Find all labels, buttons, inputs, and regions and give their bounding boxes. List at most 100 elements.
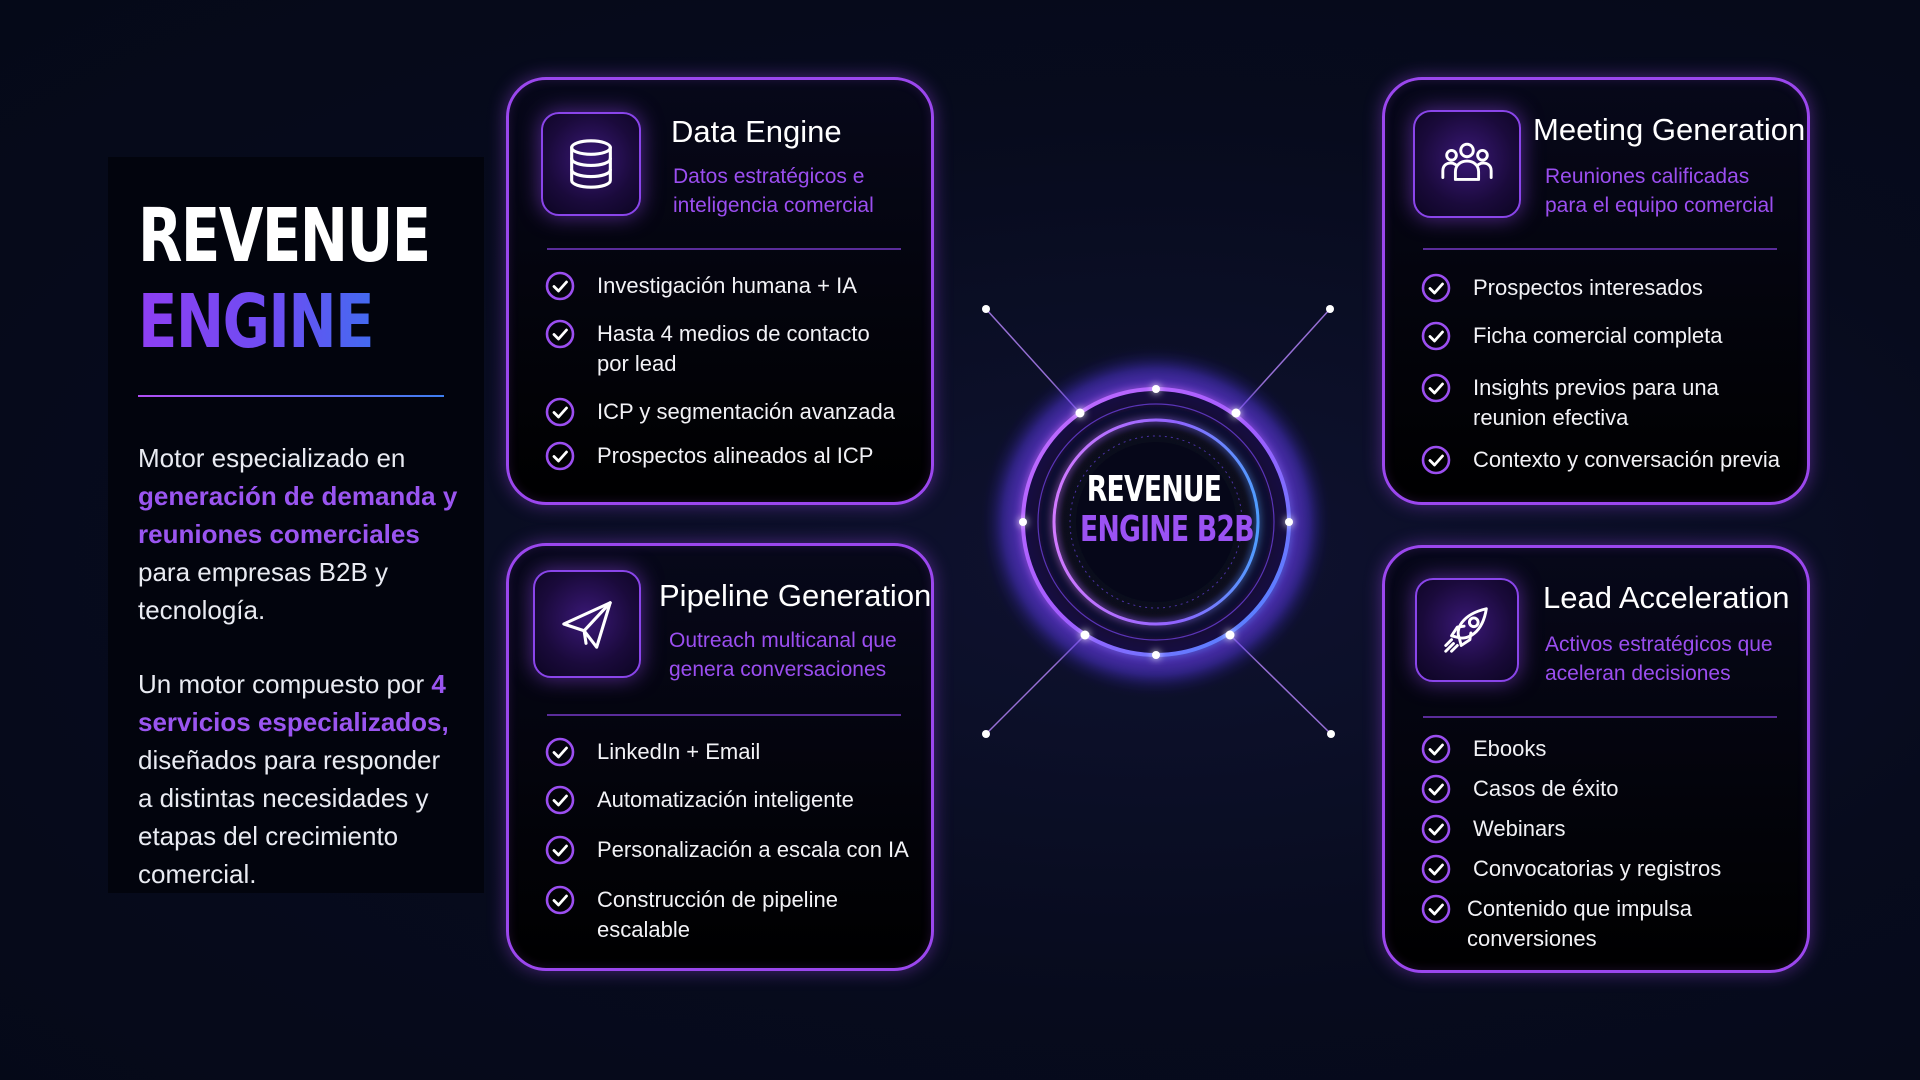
hub-node-left bbox=[1019, 518, 1027, 526]
list-item-text: Ficha comercial completa bbox=[1473, 323, 1723, 348]
list-item-text: LinkedIn + Email bbox=[597, 739, 761, 764]
intro-p1-highlight: generación de demanda y reuniones comerc… bbox=[138, 481, 458, 549]
card-pipeline-generation-divider bbox=[547, 714, 901, 716]
list-item: Personalización a escala con IA bbox=[545, 835, 915, 865]
connector-line-bottom-right bbox=[1229, 634, 1332, 735]
list-item: Convocatorias y registros bbox=[1421, 854, 1791, 884]
list-item: LinkedIn + Email bbox=[545, 737, 915, 767]
check-circle-icon bbox=[1421, 854, 1451, 884]
intro-description: Motor especializado en generación de dem… bbox=[138, 439, 458, 893]
check-circle-icon bbox=[545, 835, 575, 865]
hub-node-top bbox=[1152, 385, 1160, 393]
intro-p2-post: diseñados para responder a distintas nec… bbox=[138, 745, 441, 889]
card-data-engine: Data Engine Datos estratégicos e intelig… bbox=[506, 77, 934, 505]
list-item-text: Webinars bbox=[1473, 816, 1566, 841]
connector-endpoint-top-left bbox=[982, 305, 990, 313]
users-group-icon bbox=[1441, 142, 1493, 181]
hub-node-top-left bbox=[1075, 408, 1085, 418]
list-item-text: Insights previos para una reunion efecti… bbox=[1473, 375, 1719, 430]
hub-node-bottom bbox=[1152, 651, 1160, 659]
list-item-text: Contexto y conversación previa bbox=[1473, 447, 1780, 472]
connector-endpoint-top-right bbox=[1326, 305, 1334, 313]
check-circle-icon bbox=[1421, 734, 1451, 764]
list-item: Contexto y conversación previa bbox=[1421, 445, 1791, 475]
list-item-text: Convocatorias y registros bbox=[1473, 856, 1722, 881]
card-pipeline-generation-subtitle: Outreach multicanal que genera conversac… bbox=[669, 629, 897, 681]
intro-panel: REVENUE ENGINE B2B Motor especializado e… bbox=[108, 157, 517, 893]
check-circle-icon bbox=[545, 397, 575, 427]
rocket-icon bbox=[1444, 607, 1488, 653]
list-item: Investigación humana + IA bbox=[545, 271, 915, 301]
card-lead-acceleration-title: Lead Acceleration bbox=[1543, 580, 1790, 615]
card-data-engine-icon-box bbox=[541, 112, 641, 216]
list-item: Webinars bbox=[1421, 814, 1791, 844]
list-item: Prospectos alineados al ICP bbox=[545, 441, 915, 471]
list-item: Construcción de pipeline escalable bbox=[545, 885, 915, 945]
card-meeting-generation-title: Meeting Generation bbox=[1533, 112, 1806, 147]
intro-p2-highlight: 4 servicios especializados, bbox=[138, 669, 449, 737]
list-item: Insights previos para una reunion efecti… bbox=[1421, 373, 1791, 433]
list-item: Contenido que impulsa conversiones bbox=[1421, 894, 1791, 954]
brand-divider bbox=[138, 395, 444, 397]
paper-plane-icon bbox=[562, 601, 612, 649]
list-item: Prospectos interesados bbox=[1421, 273, 1791, 303]
brand-title-line1: REVENUE bbox=[138, 193, 431, 279]
connector-endpoint-bottom-right bbox=[1327, 730, 1335, 738]
connector-line-top-right bbox=[1235, 308, 1331, 414]
card-data-engine-subtitle: Datos estratégicos e inteligencia comerc… bbox=[673, 165, 874, 217]
list-item: Ficha comercial completa bbox=[1421, 321, 1791, 351]
card-pipeline-generation-title: Pipeline Generation bbox=[659, 578, 932, 613]
hub-label-line1: REVENUE bbox=[1086, 469, 1222, 510]
list-item: Ebooks bbox=[1421, 734, 1791, 764]
connector-line-bottom-left bbox=[985, 634, 1086, 735]
list-item: Automatización inteligente bbox=[545, 785, 915, 815]
check-circle-icon bbox=[1421, 894, 1451, 924]
card-data-engine-title: Data Engine bbox=[671, 114, 842, 149]
check-circle-icon bbox=[1421, 814, 1451, 844]
list-item-text: Investigación humana + IA bbox=[597, 273, 857, 298]
hub-node-right bbox=[1285, 518, 1293, 526]
intro-p2-pre: Un motor compuesto por bbox=[138, 669, 432, 699]
card-meeting-generation-subtitle: Reuniones calificadas para el equipo com… bbox=[1545, 165, 1774, 217]
card-lead-acceleration: Lead Acceleration Activos estratégicos q… bbox=[1382, 545, 1810, 973]
connector-line-top-left bbox=[985, 308, 1081, 414]
card-pipeline-generation-icon-box bbox=[533, 570, 641, 678]
list-item-text: Casos de éxito bbox=[1473, 776, 1619, 801]
list-item-text: Hasta 4 medios de contacto por lead bbox=[597, 321, 870, 376]
check-circle-icon bbox=[545, 271, 575, 301]
list-item: ICP y segmentación avanzada bbox=[545, 397, 915, 427]
card-meeting-generation-icon-box bbox=[1413, 110, 1521, 218]
card-meeting-generation: Meeting Generation Reuniones calificadas… bbox=[1382, 77, 1810, 505]
check-circle-icon bbox=[1421, 445, 1451, 475]
list-item-text: Prospectos alineados al ICP bbox=[597, 443, 874, 468]
list-item-text: Personalización a escala con IA bbox=[597, 837, 909, 862]
hub-node-bottom-right bbox=[1225, 630, 1235, 640]
list-item: Hasta 4 medios de contacto por lead bbox=[545, 319, 915, 379]
intro-p1-post: para empresas B2B y tecnología. bbox=[138, 557, 389, 625]
list-item-text: Automatización inteligente bbox=[597, 787, 854, 812]
hub-node-top-right bbox=[1231, 408, 1241, 418]
card-data-engine-list: Investigación humana + IA Hasta 4 medios… bbox=[545, 265, 915, 471]
check-circle-icon bbox=[545, 319, 575, 349]
list-item: Casos de éxito bbox=[1421, 774, 1791, 804]
check-circle-icon bbox=[545, 737, 575, 767]
list-item-text: Prospectos interesados bbox=[1473, 275, 1703, 300]
hub-label: REVENUE ENGINE B2B bbox=[1054, 469, 1255, 550]
list-item-text: Construcción de pipeline escalable bbox=[597, 887, 838, 942]
card-lead-acceleration-icon-box bbox=[1415, 578, 1519, 682]
brand-title-line2: ENGINE B2B bbox=[138, 279, 517, 365]
check-circle-icon bbox=[545, 785, 575, 815]
check-circle-icon bbox=[545, 441, 575, 471]
check-circle-icon bbox=[1421, 373, 1451, 403]
check-circle-icon bbox=[1421, 321, 1451, 351]
intro-paragraph-1: Motor especializado en generación de dem… bbox=[138, 439, 458, 629]
check-circle-icon bbox=[1421, 273, 1451, 303]
database-icon bbox=[570, 139, 612, 189]
hub-label-line2: ENGINE B2B bbox=[1080, 509, 1255, 550]
list-item-text: ICP y segmentación avanzada bbox=[597, 399, 895, 424]
check-circle-icon bbox=[1421, 774, 1451, 804]
connector-endpoint-bottom-left bbox=[982, 730, 990, 738]
card-meeting-generation-divider bbox=[1423, 248, 1777, 250]
check-circle-icon bbox=[545, 885, 575, 915]
